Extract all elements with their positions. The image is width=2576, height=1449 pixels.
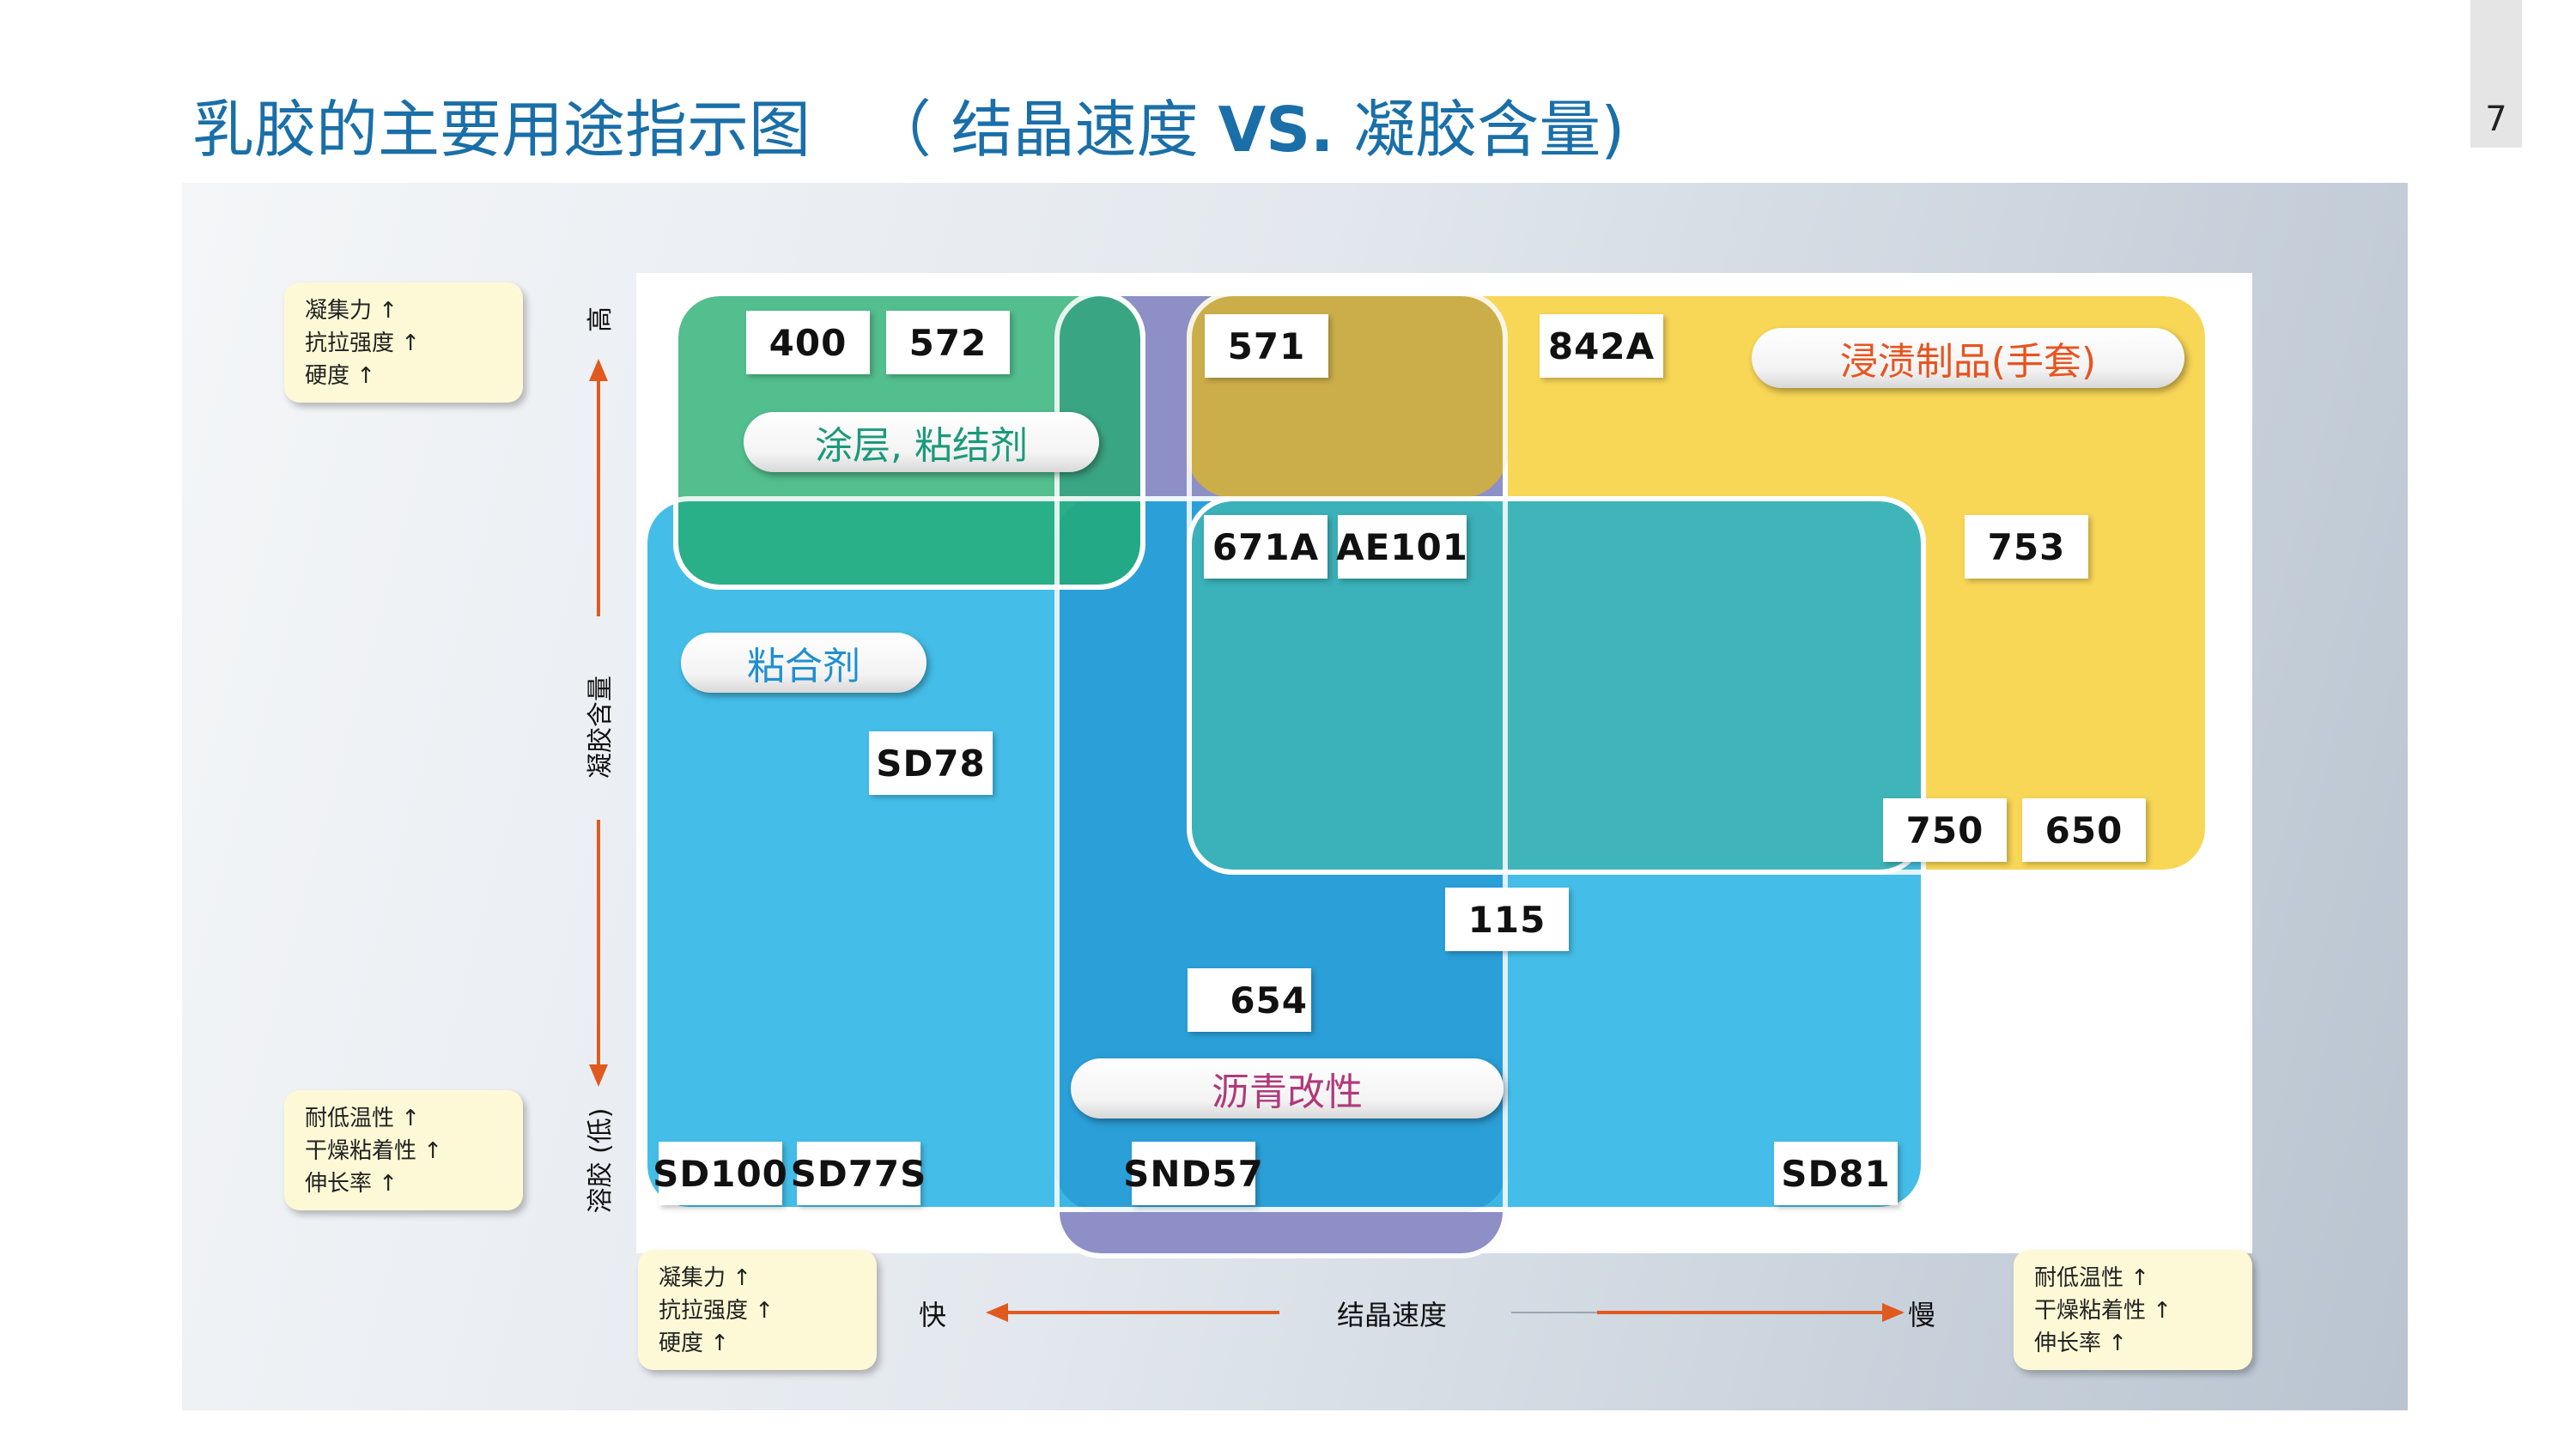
x-axis-fast-label: 快 <box>919 1299 947 1331</box>
grade-sd78: SD78 <box>869 731 993 795</box>
note-line: 伸长率 ↑ <box>305 1171 398 1197</box>
y-axis-high-label: 高 <box>586 306 616 332</box>
region-dipping-outline <box>1187 291 2210 875</box>
grade-753: 753 <box>1965 515 2088 579</box>
note-line: 干燥粘着性 ↑ <box>305 1138 443 1164</box>
note-low-gel-properties: 耐低温性 ↑ 干燥粘着性 ↑ 伸长率 ↑ <box>284 1090 523 1210</box>
note-line: 硬度 ↑ <box>659 1331 730 1356</box>
grade-750: 750 <box>1883 798 2007 862</box>
grade-sd77s: SD77S <box>791 1142 926 1205</box>
x-axis-left-arrow <box>1006 1311 1279 1314</box>
page-number: 7 <box>2485 100 2507 139</box>
title-main: 乳胶的主要用途指示图 <box>192 94 811 166</box>
note-line: 抗拉强度 ↑ <box>305 330 421 356</box>
y-axis-low-label: 溶胶 (低) <box>586 1107 616 1214</box>
grade-650: 650 <box>2022 798 2146 862</box>
title-vs: VS. <box>1218 94 1334 166</box>
grade-571: 571 <box>1205 314 1328 378</box>
grade-sd100: SD100 <box>653 1142 787 1205</box>
x-axis-left-arrowhead <box>986 1303 1008 1322</box>
y-axis-down-arrowhead <box>589 1064 608 1087</box>
page-number-tab <box>2470 0 2522 148</box>
note-slow-crystallization-properties: 耐低温性 ↑ 干燥粘着性 ↑ 伸长率 ↑ <box>2014 1250 2252 1370</box>
grade-sd81: SD81 <box>1774 1142 1898 1205</box>
note-line: 耐低温性 ↑ <box>305 1106 421 1131</box>
x-axis-label: 结晶速度 <box>1337 1299 1448 1331</box>
label-asphalt: 沥青改性 <box>1071 1058 1504 1119</box>
note-line: 抗拉强度 ↑ <box>659 1298 775 1324</box>
grade-ae101: AE101 <box>1336 515 1467 579</box>
title-paren-open: （ 结晶速度 <box>869 94 1199 166</box>
x-axis-right-arrowhead <box>1882 1303 1905 1322</box>
grade-115: 115 <box>1445 888 1569 951</box>
title-paren-close: 凝胶含量) <box>1353 94 1625 166</box>
label-adhesive: 粘合剂 <box>681 633 927 693</box>
y-axis-up-arrow <box>597 378 600 616</box>
x-axis-gray-line <box>1511 1312 1597 1313</box>
note-line: 伸长率 ↑ <box>2034 1331 2128 1356</box>
grade-572: 572 <box>886 311 1010 374</box>
grade-654: 654 <box>1188 968 1311 1032</box>
note-line: 硬度 ↑ <box>305 363 376 389</box>
grade-842a: 842A <box>1540 314 1663 378</box>
note-line: 凝集力 ↑ <box>659 1265 752 1291</box>
note-line: 凝集力 ↑ <box>305 298 398 324</box>
y-axis-down-arrow <box>597 820 600 1064</box>
x-axis-slow-label: 慢 <box>1908 1299 1936 1331</box>
label-coating: 涂层, 粘结剂 <box>744 412 1099 472</box>
label-dipping: 浸渍制品(手套) <box>1752 328 2184 388</box>
y-axis-up-arrowhead <box>589 359 608 381</box>
page-title: 乳胶的主要用途指示图 （ 结晶速度 VS. 凝胶含量) <box>192 79 1625 169</box>
region-coating-outline <box>673 291 1145 590</box>
grade-400: 400 <box>746 311 870 374</box>
note-high-gel-properties: 凝集力 ↑ 抗拉强度 ↑ 硬度 ↑ <box>284 282 523 403</box>
grade-snd57: SND57 <box>1123 1142 1263 1205</box>
x-axis-right-arrow <box>1597 1311 1884 1314</box>
note-fast-crystallization-properties: 凝集力 ↑ 抗拉强度 ↑ 硬度 ↑ <box>638 1250 877 1370</box>
note-line: 干燥粘着性 ↑ <box>2034 1298 2172 1324</box>
grade-671a: 671A <box>1204 515 1327 579</box>
y-axis-label: 凝胶含量 <box>586 676 616 779</box>
note-line: 耐低温性 ↑ <box>2034 1265 2150 1291</box>
